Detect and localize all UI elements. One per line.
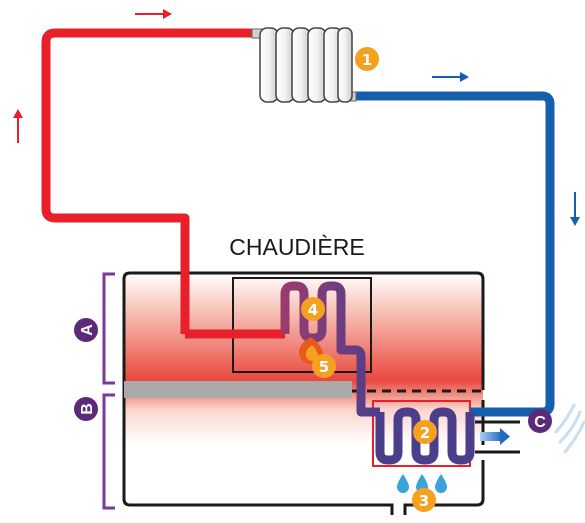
arrow-cold-down [570, 192, 580, 226]
hot-supply-pipe [41, 28, 258, 334]
marker-3-text: 3 [419, 492, 429, 510]
heat-shield [124, 381, 352, 398]
section-label-b: B [74, 397, 98, 421]
section-label-a-text: A [79, 324, 96, 336]
section-label-c-text: C [534, 414, 546, 431]
radiator-icon [251, 27, 357, 103]
marker-1-text: 1 [362, 51, 372, 69]
section-label-b-text: B [79, 403, 96, 415]
marker-1: 1 [355, 47, 379, 71]
marker-5-text: 5 [319, 358, 329, 376]
marker-2: 2 [413, 420, 437, 444]
boiler-title: CHAUDIÈRE [229, 234, 364, 260]
exhaust-arrow [480, 428, 510, 445]
flow-arrow-icon [13, 9, 580, 445]
exhaust-duct [475, 420, 520, 454]
bracket-b [102, 393, 115, 510]
marker-4: 4 [301, 297, 325, 321]
section-label-c: C [528, 409, 552, 433]
arrow-hot-up [13, 109, 23, 143]
exhaust-fumes-icon [554, 403, 585, 454]
section-label-a: A [74, 318, 98, 342]
combustion-chamber [232, 277, 372, 373]
condenser-coil [375, 407, 475, 465]
arrow-cold-right [432, 72, 469, 82]
marker-3: 3 [412, 488, 436, 512]
marker-2-text: 2 [420, 424, 430, 442]
arrow-hot-right [135, 9, 172, 19]
primary-heat-exchanger [280, 281, 380, 417]
marker-5: 5 [312, 354, 336, 378]
bracket-a [102, 272, 115, 385]
marker-4-text: 4 [308, 301, 318, 319]
